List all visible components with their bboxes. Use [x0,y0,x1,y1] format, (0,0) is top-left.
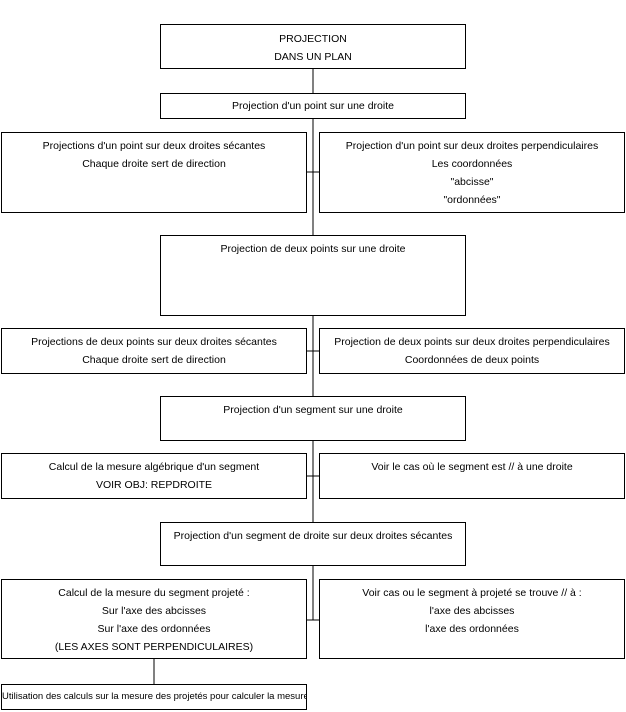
box-segment-parallel-axes-line-1: Voir cas ou le segment à projeté se trou… [362,587,582,599]
box-segment-parallel-axes: Voir cas ou le segment à projeté se trou… [319,579,625,659]
box-two-points-on-line: Projection de deux points sur une droite [160,235,466,316]
box-two-points-perpendicular-lines: Projection de deux points sur deux droit… [319,328,625,374]
box-segment-parallel-axes-line-2: l'axe des abcisses [429,605,515,617]
box-point-secant-lines-line-2: Chaque droite sert de direction [82,158,226,170]
box-segment-parallel-line: Voir le cas où le segment est // à une d… [319,453,625,499]
box-two-points-secant-lines-line-2: Chaque droite sert de direction [82,354,226,366]
box-projected-measure-line-2: Sur l'axe des abcisses [101,605,207,617]
box-algebraic-measure-line-2: VOIR OBJ: REPDROITE [95,479,213,491]
box-point-on-line-text: Projection d'un point sur une droite [232,100,394,112]
box-point-perpendicular-lines-line-3: "abcisse" [450,176,494,188]
box-algebraic-measure: Calcul de la mesure algébrique d'un segm… [1,453,307,499]
box-segment-parallel-axes-line-3: l'axe des ordonnées [425,623,519,635]
box-segment-on-line-text: Projection d'un segment sur une droite [223,404,403,416]
box-projected-measure: Calcul de la mesure du segment projeté :… [1,579,307,659]
box-point-perpendicular-lines-line-1: Projection d'un point sur deux droites p… [345,140,599,152]
box-two-points-perpendicular-lines-line-2: Coordonnées de deux points [404,354,540,366]
box-point-perpendicular-lines-line-4: "ordonnées" [443,194,501,206]
box-point-secant-lines-line-1: Projections d'un point sur deux droites … [42,140,266,152]
box-title-line-2: DANS UN PLAN [274,51,352,63]
box-projected-measure-line-3: Sur l'axe des ordonnées [97,623,211,635]
box-title-line-1: PROJECTION [279,33,347,45]
box-segment-secant-lines: Projection d'un segment de droite sur de… [160,522,466,566]
box-two-points-secant-lines-line-1: Projections de deux points sur deux droi… [31,336,277,348]
box-two-points-on-line-text: Projection de deux points sur une droite [220,243,406,255]
box-point-perpendicular-lines-line-2: Les coordonnées [431,158,513,170]
box-usage-of-calculations: Utilisation des calculs sur la mesure de… [1,684,307,710]
box-segment-on-line: Projection d'un segment sur une droite [160,396,466,441]
box-segment-parallel-line-text: Voir le cas où le segment est // à une d… [371,461,573,473]
box-projected-measure-line-4: (LES AXES SONT PERPENDICULAIRES) [54,641,254,653]
box-projected-measure-line-1: Calcul de la mesure du segment projeté : [58,587,250,599]
box-two-points-perpendicular-lines-line-1: Projection de deux points sur deux droit… [334,336,610,348]
box-title: PROJECTION DANS UN PLAN [160,24,466,69]
box-point-secant-lines: Projections d'un point sur deux droites … [1,132,307,213]
box-algebraic-measure-line-1: Calcul de la mesure algébrique d'un segm… [48,461,260,473]
box-point-on-line: Projection d'un point sur une droite [160,93,466,119]
box-usage-of-calculations-text: Utilisation des calculs sur la mesure de… [2,691,307,702]
box-two-points-secant-lines: Projections de deux points sur deux droi… [1,328,307,374]
box-segment-secant-lines-text: Projection d'un segment de droite sur de… [173,530,453,542]
box-point-perpendicular-lines: Projection d'un point sur deux droites p… [319,132,625,213]
